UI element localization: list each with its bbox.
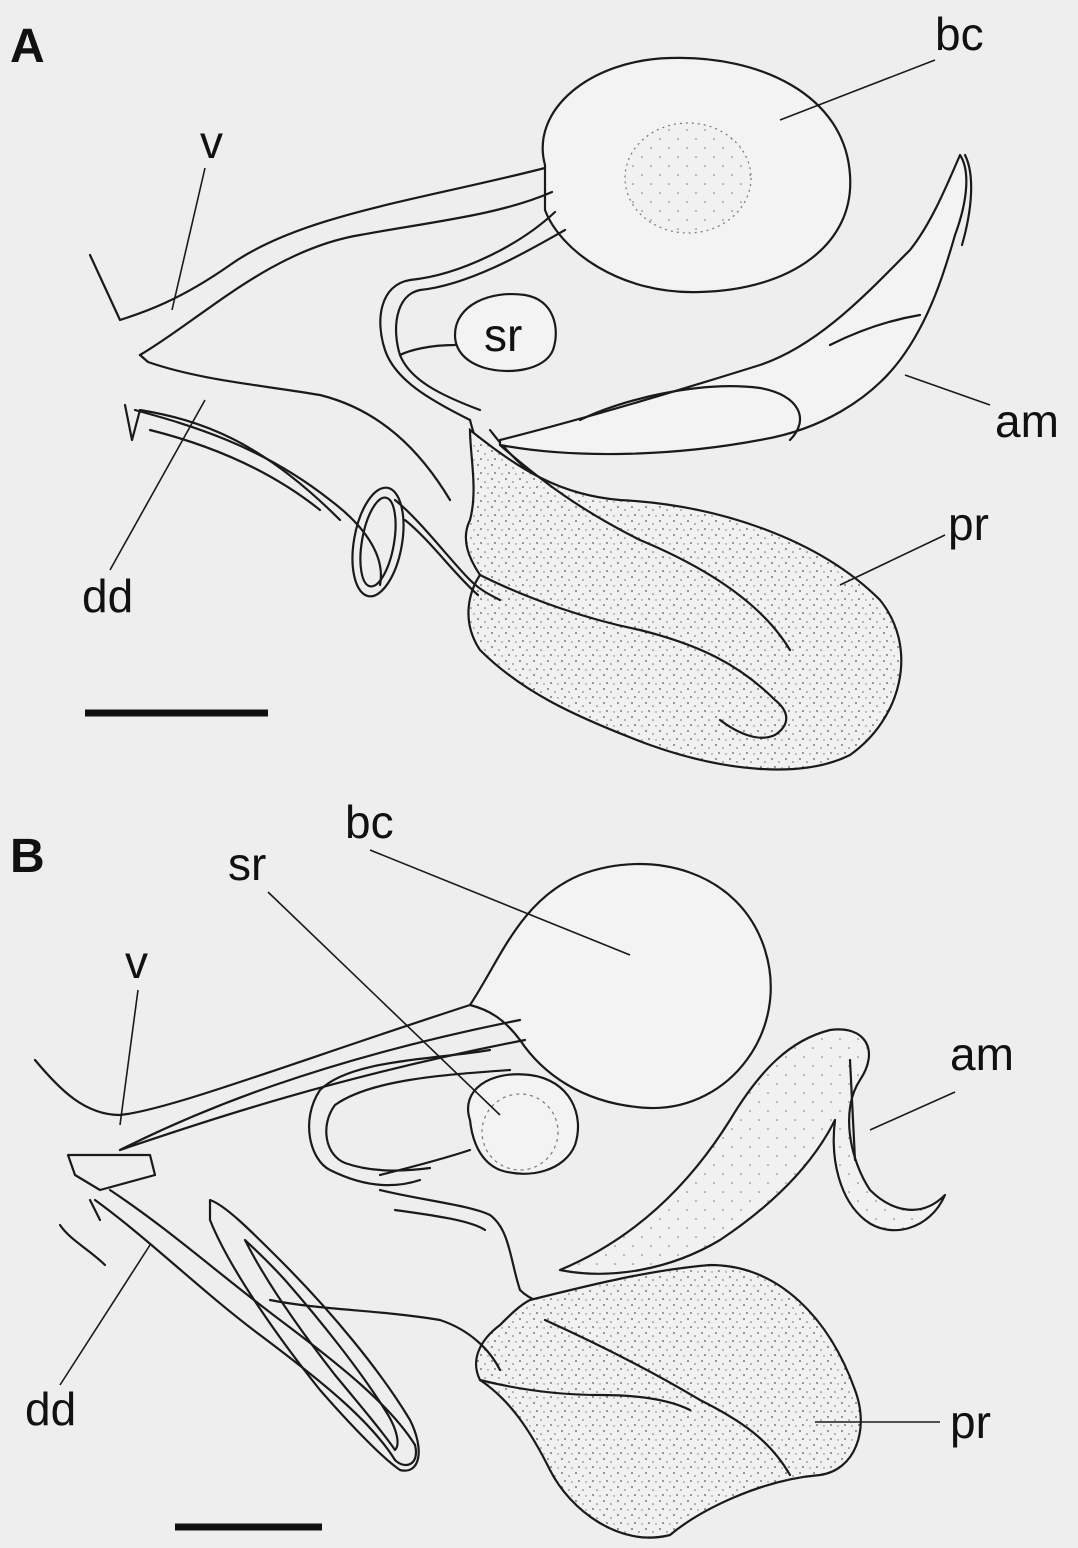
panel-a: A	[10, 8, 1059, 769]
leader-am	[870, 1092, 955, 1130]
label-am: am	[995, 395, 1059, 447]
label-v: v	[125, 936, 148, 988]
panel-b: B	[10, 796, 1014, 1538]
leader-sr	[268, 892, 500, 1115]
panel-a-seminal-receptacle	[400, 294, 556, 371]
leader-pr	[840, 535, 945, 585]
label-dd: dd	[82, 570, 133, 622]
panel-a-label: A	[10, 20, 45, 73]
label-v: v	[200, 116, 223, 168]
label-bc: bc	[345, 796, 394, 848]
label-am: am	[950, 1028, 1014, 1080]
panel-b-deferent-duct	[95, 1190, 500, 1471]
label-sr: sr	[228, 838, 266, 890]
leader-dd	[110, 400, 205, 570]
panel-b-bursa-copulatrix	[470, 864, 771, 1108]
panel-a-prostate	[466, 430, 901, 769]
panel-b-prostate	[476, 1265, 861, 1538]
leader-am	[905, 375, 990, 405]
panel-a-bursa-copulatrix	[543, 58, 851, 292]
panel-a-deferent-duct	[135, 410, 500, 600]
leader-bc	[780, 60, 935, 120]
leader-v	[172, 168, 205, 310]
leader-v	[120, 990, 138, 1125]
label-sr: sr	[484, 309, 522, 361]
label-bc: bc	[935, 8, 984, 60]
label-pr: pr	[948, 498, 989, 550]
panel-b-label: B	[10, 830, 45, 883]
panel-b-seminal-receptacle	[380, 1074, 578, 1175]
label-dd: dd	[25, 1383, 76, 1435]
label-pr: pr	[950, 1396, 991, 1448]
